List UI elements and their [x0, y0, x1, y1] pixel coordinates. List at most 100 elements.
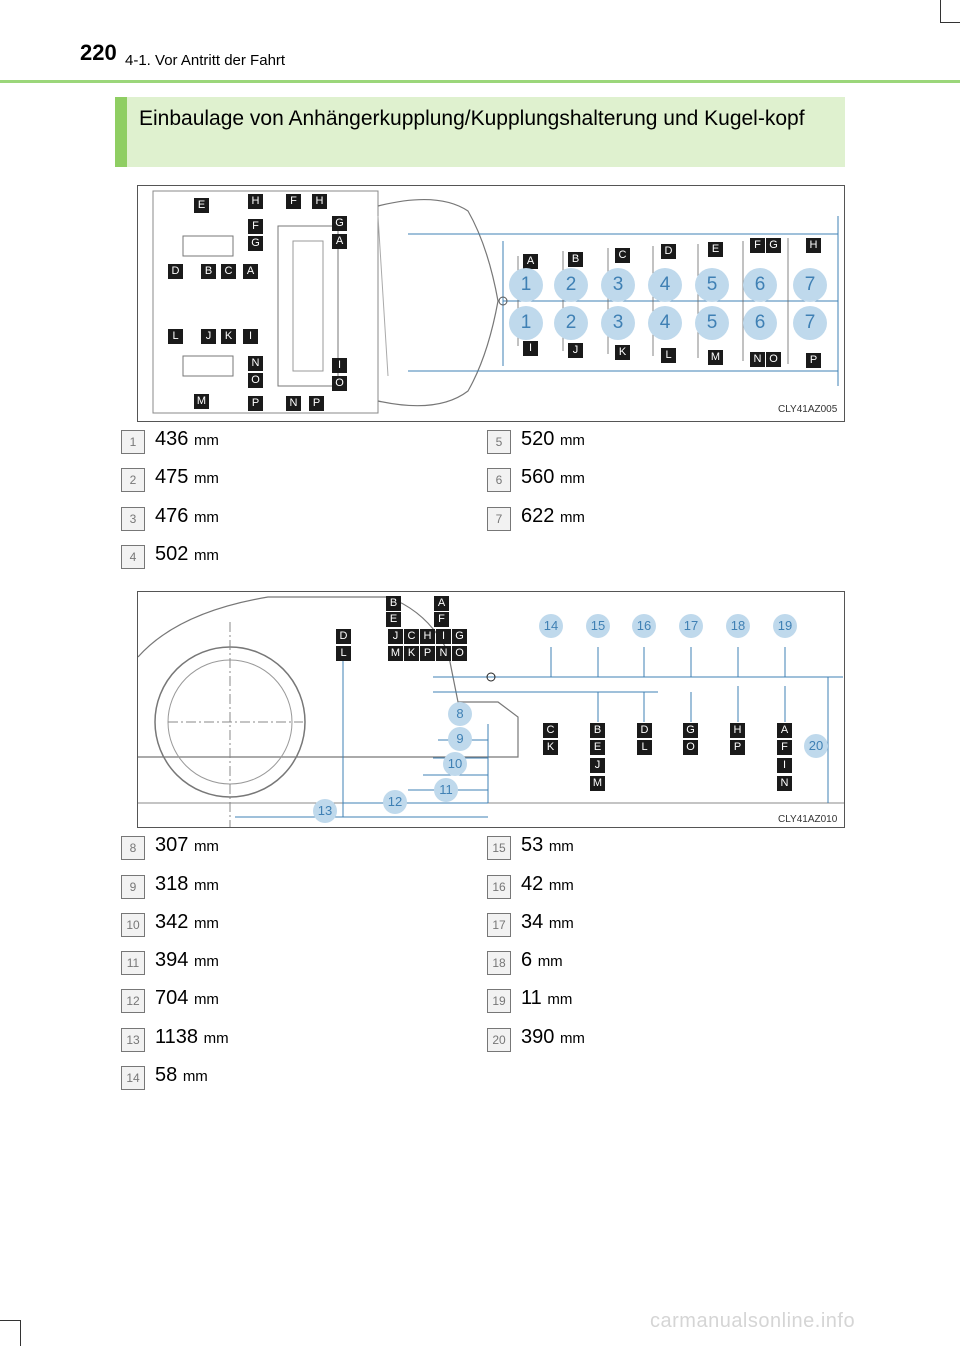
legend-value: 53 mm: [521, 834, 574, 856]
detail-label-i: I: [243, 329, 258, 344]
figure-side-view: D L B E A F J C H I G M K P N O 14 15 16…: [137, 591, 845, 828]
legend-number: 14: [121, 1066, 145, 1090]
number-circle-7-upper: 7: [793, 268, 827, 302]
detail-label-g: G: [248, 236, 263, 251]
legend-number: 10: [121, 913, 145, 937]
figure-code: CLY41AZ005: [778, 404, 838, 415]
detail-label-j: J: [201, 329, 216, 344]
legend-value: 390 mm: [521, 1026, 585, 1048]
number-circle-6-upper: 6: [743, 268, 777, 302]
legend-value: 11 mm: [521, 987, 573, 1009]
center-label-p: P: [309, 396, 324, 411]
detail-label-c: C: [221, 264, 236, 279]
side-label-m: M: [388, 646, 403, 661]
side-label-e2: E: [590, 740, 605, 755]
top-label-f: F: [750, 238, 765, 253]
side-label-p: P: [420, 646, 435, 661]
number-circle-17: 17: [679, 614, 703, 638]
bottom-label-p: P: [806, 353, 821, 368]
number-circle-8: 8: [448, 702, 472, 726]
number-circle-7-lower: 7: [793, 306, 827, 340]
detail-label-n: N: [248, 356, 263, 371]
center-label-h: H: [312, 194, 327, 209]
number-circle-9: 9: [448, 727, 472, 751]
legend-number: 12: [121, 989, 145, 1013]
number-circle-19: 19: [773, 614, 797, 638]
side-label-g2: G: [683, 723, 698, 738]
number-circle-3-lower: 3: [601, 306, 635, 340]
number-circle-11: 11: [434, 778, 458, 802]
legend-number: 11: [121, 951, 145, 975]
detail-label-d: D: [168, 264, 183, 279]
legend-value: 502 mm: [155, 543, 219, 565]
detail-label-k: K: [221, 329, 236, 344]
bottom-label-j: J: [568, 343, 583, 358]
number-circle-1-lower: 1: [509, 306, 543, 340]
legend-value: 622 mm: [521, 505, 585, 527]
center-label-a: A: [332, 234, 347, 249]
figure-top-view: E H F G D B C A L J K I N O M P F H G A …: [137, 185, 845, 422]
legend-number: 15: [487, 836, 511, 860]
center-label-f: F: [286, 194, 301, 209]
detail-label-a: A: [243, 264, 258, 279]
side-label-n: N: [436, 646, 451, 661]
legend-number: 6: [487, 468, 511, 492]
top-label-h: H: [806, 238, 821, 253]
crop-mark: [20, 1320, 21, 1346]
detail-label-l: L: [168, 329, 183, 344]
number-circle-5-lower: 5: [695, 306, 729, 340]
bottom-label-n: N: [750, 352, 765, 367]
legend-number: 13: [121, 1028, 145, 1052]
side-label-h2: H: [730, 723, 745, 738]
side-label-o2: O: [683, 740, 698, 755]
legend-number: 8: [121, 836, 145, 860]
legend-value: 560 mm: [521, 466, 585, 488]
detail-label-e: E: [194, 198, 209, 213]
legend-value: 307 mm: [155, 834, 219, 856]
number-circle-3-upper: 3: [601, 268, 635, 302]
number-circle-16: 16: [632, 614, 656, 638]
number-circle-4-lower: 4: [648, 306, 682, 340]
number-circle-13: 13: [313, 799, 337, 823]
side-label-c: C: [404, 629, 419, 644]
side-label-i: I: [436, 629, 451, 644]
top-label-g: G: [766, 238, 781, 253]
crop-mark: [940, 22, 960, 23]
side-label-i2: I: [777, 758, 792, 773]
legend-value: 436 mm: [155, 428, 219, 450]
side-label-a: A: [434, 596, 449, 611]
legend-value: 6 mm: [521, 949, 563, 971]
side-label-p2: P: [730, 740, 745, 755]
watermark: carmanualsonline.info: [650, 1310, 856, 1332]
number-circle-2-upper: 2: [554, 268, 588, 302]
side-label-k: K: [404, 646, 419, 661]
legend-value: 42 mm: [521, 873, 574, 895]
bottom-label-o: O: [766, 352, 781, 367]
detail-label-m: M: [194, 394, 209, 409]
side-label-b: B: [386, 596, 401, 611]
legend-value: 34 mm: [521, 911, 574, 933]
page-number: 220: [80, 40, 117, 65]
top-label-c: C: [615, 248, 630, 263]
legend-value: 1138 mm: [155, 1026, 229, 1048]
legend-number: 18: [487, 951, 511, 975]
side-label-l2: L: [637, 740, 652, 755]
number-circle-5-upper: 5: [695, 268, 729, 302]
side-label-k2: K: [543, 740, 558, 755]
side-label-h: H: [420, 629, 435, 644]
number-circle-6-lower: 6: [743, 306, 777, 340]
legend-number: 4: [121, 545, 145, 569]
side-label-m2: M: [590, 776, 605, 791]
crop-mark: [0, 1320, 20, 1321]
bottom-label-i: I: [523, 341, 538, 356]
side-label-a2: A: [777, 723, 792, 738]
legend-value: 475 mm: [155, 466, 219, 488]
number-circle-10: 10: [443, 752, 467, 776]
side-label-n2: N: [777, 776, 792, 791]
center-label-n: N: [286, 396, 301, 411]
legend-value: 704 mm: [155, 987, 219, 1009]
center-label-i: I: [332, 358, 347, 373]
number-circle-12: 12: [383, 790, 407, 814]
side-label-d2: D: [637, 723, 652, 738]
top-label-e: E: [708, 242, 723, 257]
